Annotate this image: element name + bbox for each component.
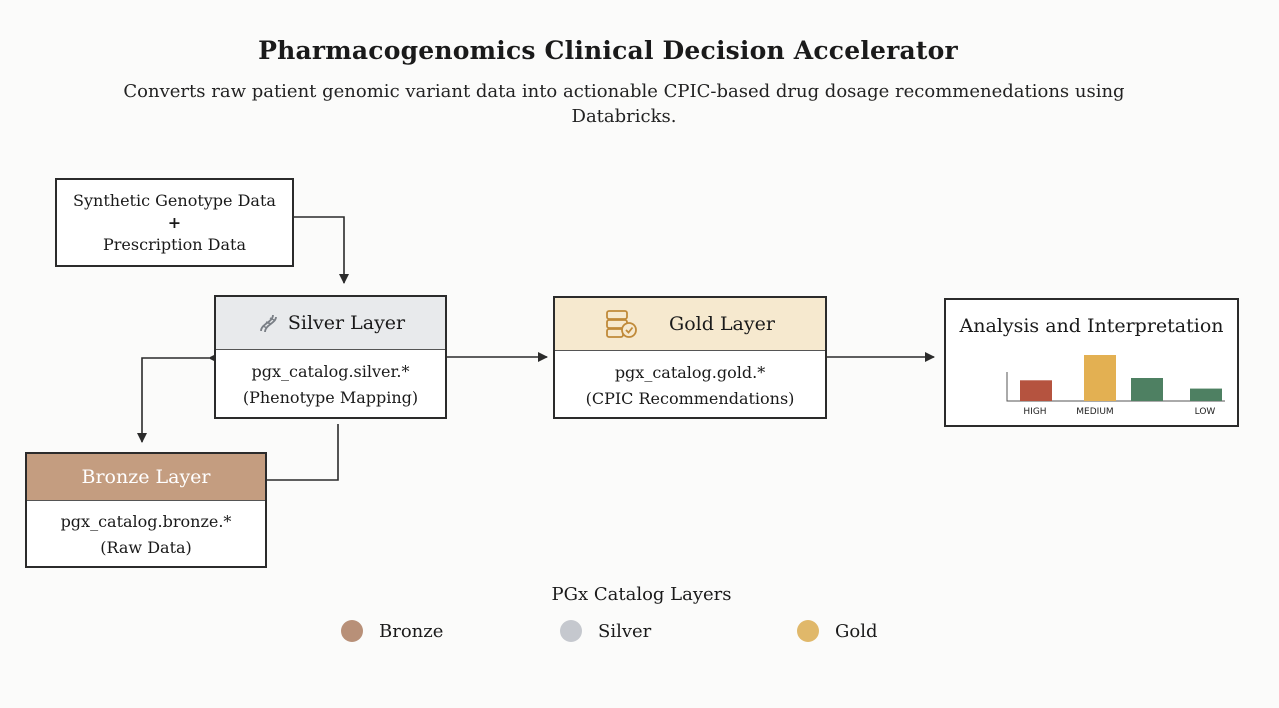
gold-layer-box: Gold Layer pgx_catalog.gold.* (CPIC Reco… bbox=[553, 296, 827, 419]
database-check-icon bbox=[606, 310, 637, 338]
legend-label-silver: Silver bbox=[598, 620, 652, 642]
bronze-layer-description: (Raw Data) bbox=[100, 538, 192, 557]
legend-item-gold: Gold bbox=[797, 620, 878, 642]
input-line-prescription: Prescription Data bbox=[103, 235, 246, 254]
bronze-layer-title: Bronze Layer bbox=[81, 466, 211, 488]
legend-swatch-silver bbox=[560, 620, 582, 642]
legend-swatch-gold bbox=[797, 620, 819, 642]
bronze-layer-table: pgx_catalog.bronze.* bbox=[60, 512, 232, 531]
gold-layer-table: pgx_catalog.gold.* bbox=[614, 363, 766, 382]
gold-layer-description: (CPIC Recommendations) bbox=[585, 389, 795, 408]
chart-bar-1 bbox=[1020, 380, 1052, 401]
legend-label-gold: Gold bbox=[835, 620, 878, 642]
chart-bar-4 bbox=[1190, 388, 1222, 401]
silver-layer-header: Silver Layer bbox=[216, 297, 445, 350]
legend-swatch-bronze bbox=[341, 620, 363, 642]
chart-bar-2 bbox=[1084, 355, 1116, 401]
page-subtitle: Converts raw patient genomic variant dat… bbox=[123, 81, 1125, 127]
legend-title: PGx Catalog Layers bbox=[551, 584, 732, 605]
analysis-title: Analysis and Interpretation bbox=[959, 315, 1224, 337]
chart-tick-label-medium: MEDIUM bbox=[1076, 407, 1113, 417]
legend-label-bronze: Bronze bbox=[379, 620, 444, 642]
legend-item-silver: Silver bbox=[560, 620, 651, 642]
gold-layer-header: Gold Layer bbox=[555, 298, 825, 351]
page-title: Pharmacogenomics Clinical Decision Accel… bbox=[258, 36, 958, 65]
bronze-silver-bidirectional-arrow bbox=[137, 353, 218, 443]
input-plus: + bbox=[167, 213, 182, 232]
input-data-box: Synthetic Genotype Data + Prescription D… bbox=[55, 178, 294, 267]
silver-layer-box: Silver Layer pgx_catalog.silver.* (Pheno… bbox=[214, 295, 447, 419]
chart-tick-label-low: LOW bbox=[1195, 407, 1216, 417]
analysis-box: Analysis and Interpretation HIGH MEDIUM LO… bbox=[944, 298, 1239, 427]
silver-layer-description: (Phenotype Mapping) bbox=[242, 388, 419, 407]
input-line-genotype: Synthetic Genotype Data bbox=[73, 191, 276, 210]
silver-to-bronze-connector bbox=[267, 424, 339, 481]
bronze-layer-box: Bronze Layer pgx_catalog.bronze.* (Raw D… bbox=[25, 452, 267, 568]
silver-layer-title: Silver Layer bbox=[287, 312, 406, 334]
dna-icon bbox=[259, 314, 277, 333]
chart-tick-label-high: HIGH bbox=[1023, 407, 1046, 417]
bronze-layer-header: Bronze Layer bbox=[27, 454, 265, 501]
chart-bar-3 bbox=[1131, 378, 1163, 401]
legend-item-bronze: Bronze bbox=[341, 620, 443, 642]
silver-layer-table: pgx_catalog.silver.* bbox=[251, 362, 410, 381]
input-to-silver-arrow bbox=[294, 216, 349, 284]
analysis-bar-chart: HIGH MEDIUM LOW bbox=[1006, 355, 1225, 417]
gold-layer-title: Gold Layer bbox=[669, 313, 775, 335]
